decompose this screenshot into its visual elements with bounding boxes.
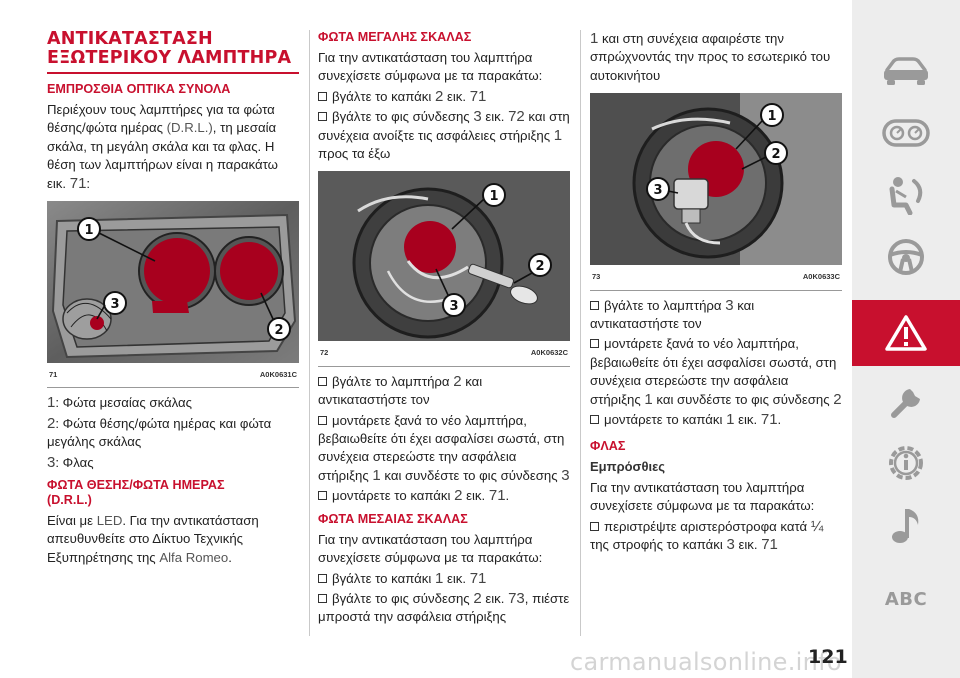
high-beam-intro: Για την αντικατάσταση του λαμπτήρα συνεχ… [318, 50, 543, 84]
checkbox-bullet-icon [590, 415, 599, 425]
column-2: ΦΩΤΑ ΜΕΓΑΛΗΣ ΣΚΑΛΑΣ Για την αντικατάστασ… [318, 30, 570, 629]
music-note-icon [892, 509, 919, 543]
chapter-sidebar: ABC [852, 0, 960, 678]
svg-text:2: 2 [535, 259, 544, 274]
figure-72-caption: 72 A0K0632C [318, 341, 570, 367]
figure-71-image: 1 3 2 [47, 201, 299, 364]
step-item: μοντάρετε ξανά το νέο λαμπτήρα, βεβαιωθε… [318, 412, 570, 484]
section-heading-flash: ΦΛΑΣ [590, 439, 626, 454]
sidebar-item-safety[interactable] [852, 164, 960, 226]
figure-71: 1 3 2 71 A0K0631C [47, 201, 299, 389]
checkbox-bullet-icon [318, 91, 327, 101]
svg-text:2: 2 [274, 323, 283, 338]
low-beam-intro: Για την αντικατάσταση του λαμπτήρα συνεχ… [318, 531, 543, 566]
step-item: βγάλτε το καπάκι 1 εικ. 71 [318, 570, 570, 588]
steering-wheel-icon [888, 239, 924, 275]
figure-number: 71 [49, 370, 58, 380]
intro-paragraph: Περιέχουν τους λαμπτήρες για τα φώτα θέσ… [47, 102, 278, 192]
legend-item: 1: Φώτα μεσαίας σκάλας [47, 394, 192, 412]
checkbox-bullet-icon [318, 415, 327, 425]
column-divider [309, 30, 310, 636]
figure-code: A0K0631C [259, 370, 297, 380]
svg-text:1: 1 [489, 189, 498, 204]
svg-text:1: 1 [84, 223, 93, 238]
sidebar-item-driving[interactable] [852, 226, 960, 288]
column-1: ΑΝΤΙΚΑΤΑΣΤΑΣΗ ΕΞΩΤΕΡΙΚΟΥ ΛΑΜΠΤΗΡΑ ΕΜΠΡΟΣ… [47, 30, 299, 569]
step-item: βγάλτε το λαμπτήρα 2 και αντικαταστήστε … [318, 372, 483, 408]
step-item: βγάλτε το καπάκι 2 εικ. 71 [318, 88, 570, 106]
figure-legend: 1: Φώτα μεσαίας σκάλας 2: Φώτα θέσης/φώτ… [47, 394, 299, 472]
figure-code: A0K0632C [530, 348, 568, 358]
low-beam-marker [144, 238, 210, 305]
section-heading-front-lights: ΕΜΠΡΟΣΘΙΑ ΟΠΤΙΚΑ ΣΥΝΟΛΑ [47, 82, 231, 96]
svg-text:2: 2 [771, 147, 780, 162]
figure-72-image: 1 2 3 [318, 171, 570, 342]
checkbox-bullet-icon [318, 376, 327, 386]
sidebar-item-emergency[interactable] [852, 300, 960, 366]
sidebar-item-car[interactable] [852, 40, 960, 102]
sidebar-item-maintenance[interactable] [852, 370, 960, 432]
figure-73-caption: 73 A0K0633C [590, 265, 842, 291]
section-heading-low-beam: ΦΩΤΑ ΜΕΣΑΙΑΣ ΣΚΑΛΑΣ [318, 511, 468, 526]
svg-text:3: 3 [110, 297, 119, 312]
column-divider [580, 30, 581, 636]
figure-71-caption: 71 A0K0631C [47, 363, 299, 389]
svg-text:3: 3 [653, 183, 662, 198]
gear-info-icon [889, 446, 923, 480]
flash-intro: Για την αντικατάσταση του λαμπτήρα συνεχ… [590, 479, 815, 514]
dashboard-gauges-icon [882, 119, 930, 147]
wrench-icon [891, 389, 920, 418]
watermark: carmanualsonline.info [570, 648, 842, 676]
sidebar-item-index[interactable]: ABC [852, 568, 960, 630]
checkbox-bullet-icon [318, 112, 327, 122]
legend-item: 3: Φλας [47, 453, 94, 471]
step-item: βγάλτε το φις σύνδεσης 2 εικ. 73, πιέστε… [318, 589, 570, 625]
checkbox-bullet-icon [590, 339, 599, 349]
bulb-housing-marker [404, 221, 456, 274]
high-beam-marker [220, 242, 278, 301]
sidebar-item-dashboard[interactable] [852, 102, 960, 164]
section-heading-high-beam: ΦΩΤΑ ΜΕΓΑΛΗΣ ΣΚΑΛΑΣ [318, 30, 472, 44]
step-item: μοντάρετε το καπάκι 1 εικ. 71. [590, 411, 842, 429]
page-title: ΑΝΤΙΚΑΤΑΣΤΑΣΗ ΕΞΩΤΕΡΙΚΟΥ ΛΑΜΠΤΗΡΑ [47, 29, 292, 68]
car-icon [884, 57, 928, 85]
figure-number: 72 [320, 348, 329, 358]
step-item: βγάλτε το λαμπτήρα 3 και αντικαταστήστε … [590, 296, 755, 332]
figure-number: 73 [592, 272, 601, 282]
checkbox-bullet-icon [318, 573, 327, 583]
sidebar-item-technical[interactable] [852, 432, 960, 494]
legend-item: 2: Φώτα θέσης/φώτα ημέρας και φώτα μεγάλ… [47, 414, 272, 450]
sidebar-item-multimedia[interactable] [852, 494, 960, 556]
step-item: περιστρέψτε αριστερόστροφα κατά ¼ της στ… [590, 517, 824, 554]
checkbox-bullet-icon [318, 593, 327, 603]
step-item: μοντάρετε ξανά το νέο λαμπτήρα, βεβαιωθε… [590, 336, 842, 408]
continued-paragraph: 1 και στη συνέχεια αφαιρέστε την σπρώχνο… [590, 30, 831, 83]
svg-text:3: 3 [449, 299, 458, 314]
section-heading-drl: ΦΩΤΑ ΘΕΣΗΣ/ΦΩΤΑ ΗΜΕΡΑΣ (D.R.L.) [47, 478, 225, 508]
title-rule [47, 72, 299, 74]
warning-triangle-icon [885, 315, 927, 351]
figure-code: A0K0633C [802, 272, 840, 282]
figure-72: 1 2 3 72 A0K0632C [318, 171, 570, 367]
step-item: μοντάρετε το καπάκι 2 εικ. 71. [318, 487, 570, 505]
drl-paragraph: Είναι με LED. Για την αντικατάσταση απευ… [47, 513, 259, 565]
checkbox-bullet-icon [590, 521, 599, 531]
flash-subheading: Εμπρόσθιες [590, 459, 666, 475]
figure-73-image: 1 2 3 [590, 93, 842, 266]
figure-73: 1 2 3 73 A0K0633C [590, 93, 842, 291]
seat-safety-icon [889, 177, 923, 215]
page-number: 121 [808, 646, 848, 668]
checkbox-bullet-icon [590, 300, 599, 310]
column-3: 1 και στη συνέχεια αφαιρέστε την σπρώχνο… [590, 30, 842, 557]
checkbox-bullet-icon [318, 491, 327, 501]
step-item: βγάλτε το φις σύνδεσης 3 εικ. 72 και στη… [318, 108, 570, 162]
abc-index-label: ABC [884, 588, 928, 610]
svg-text:1: 1 [767, 109, 776, 124]
